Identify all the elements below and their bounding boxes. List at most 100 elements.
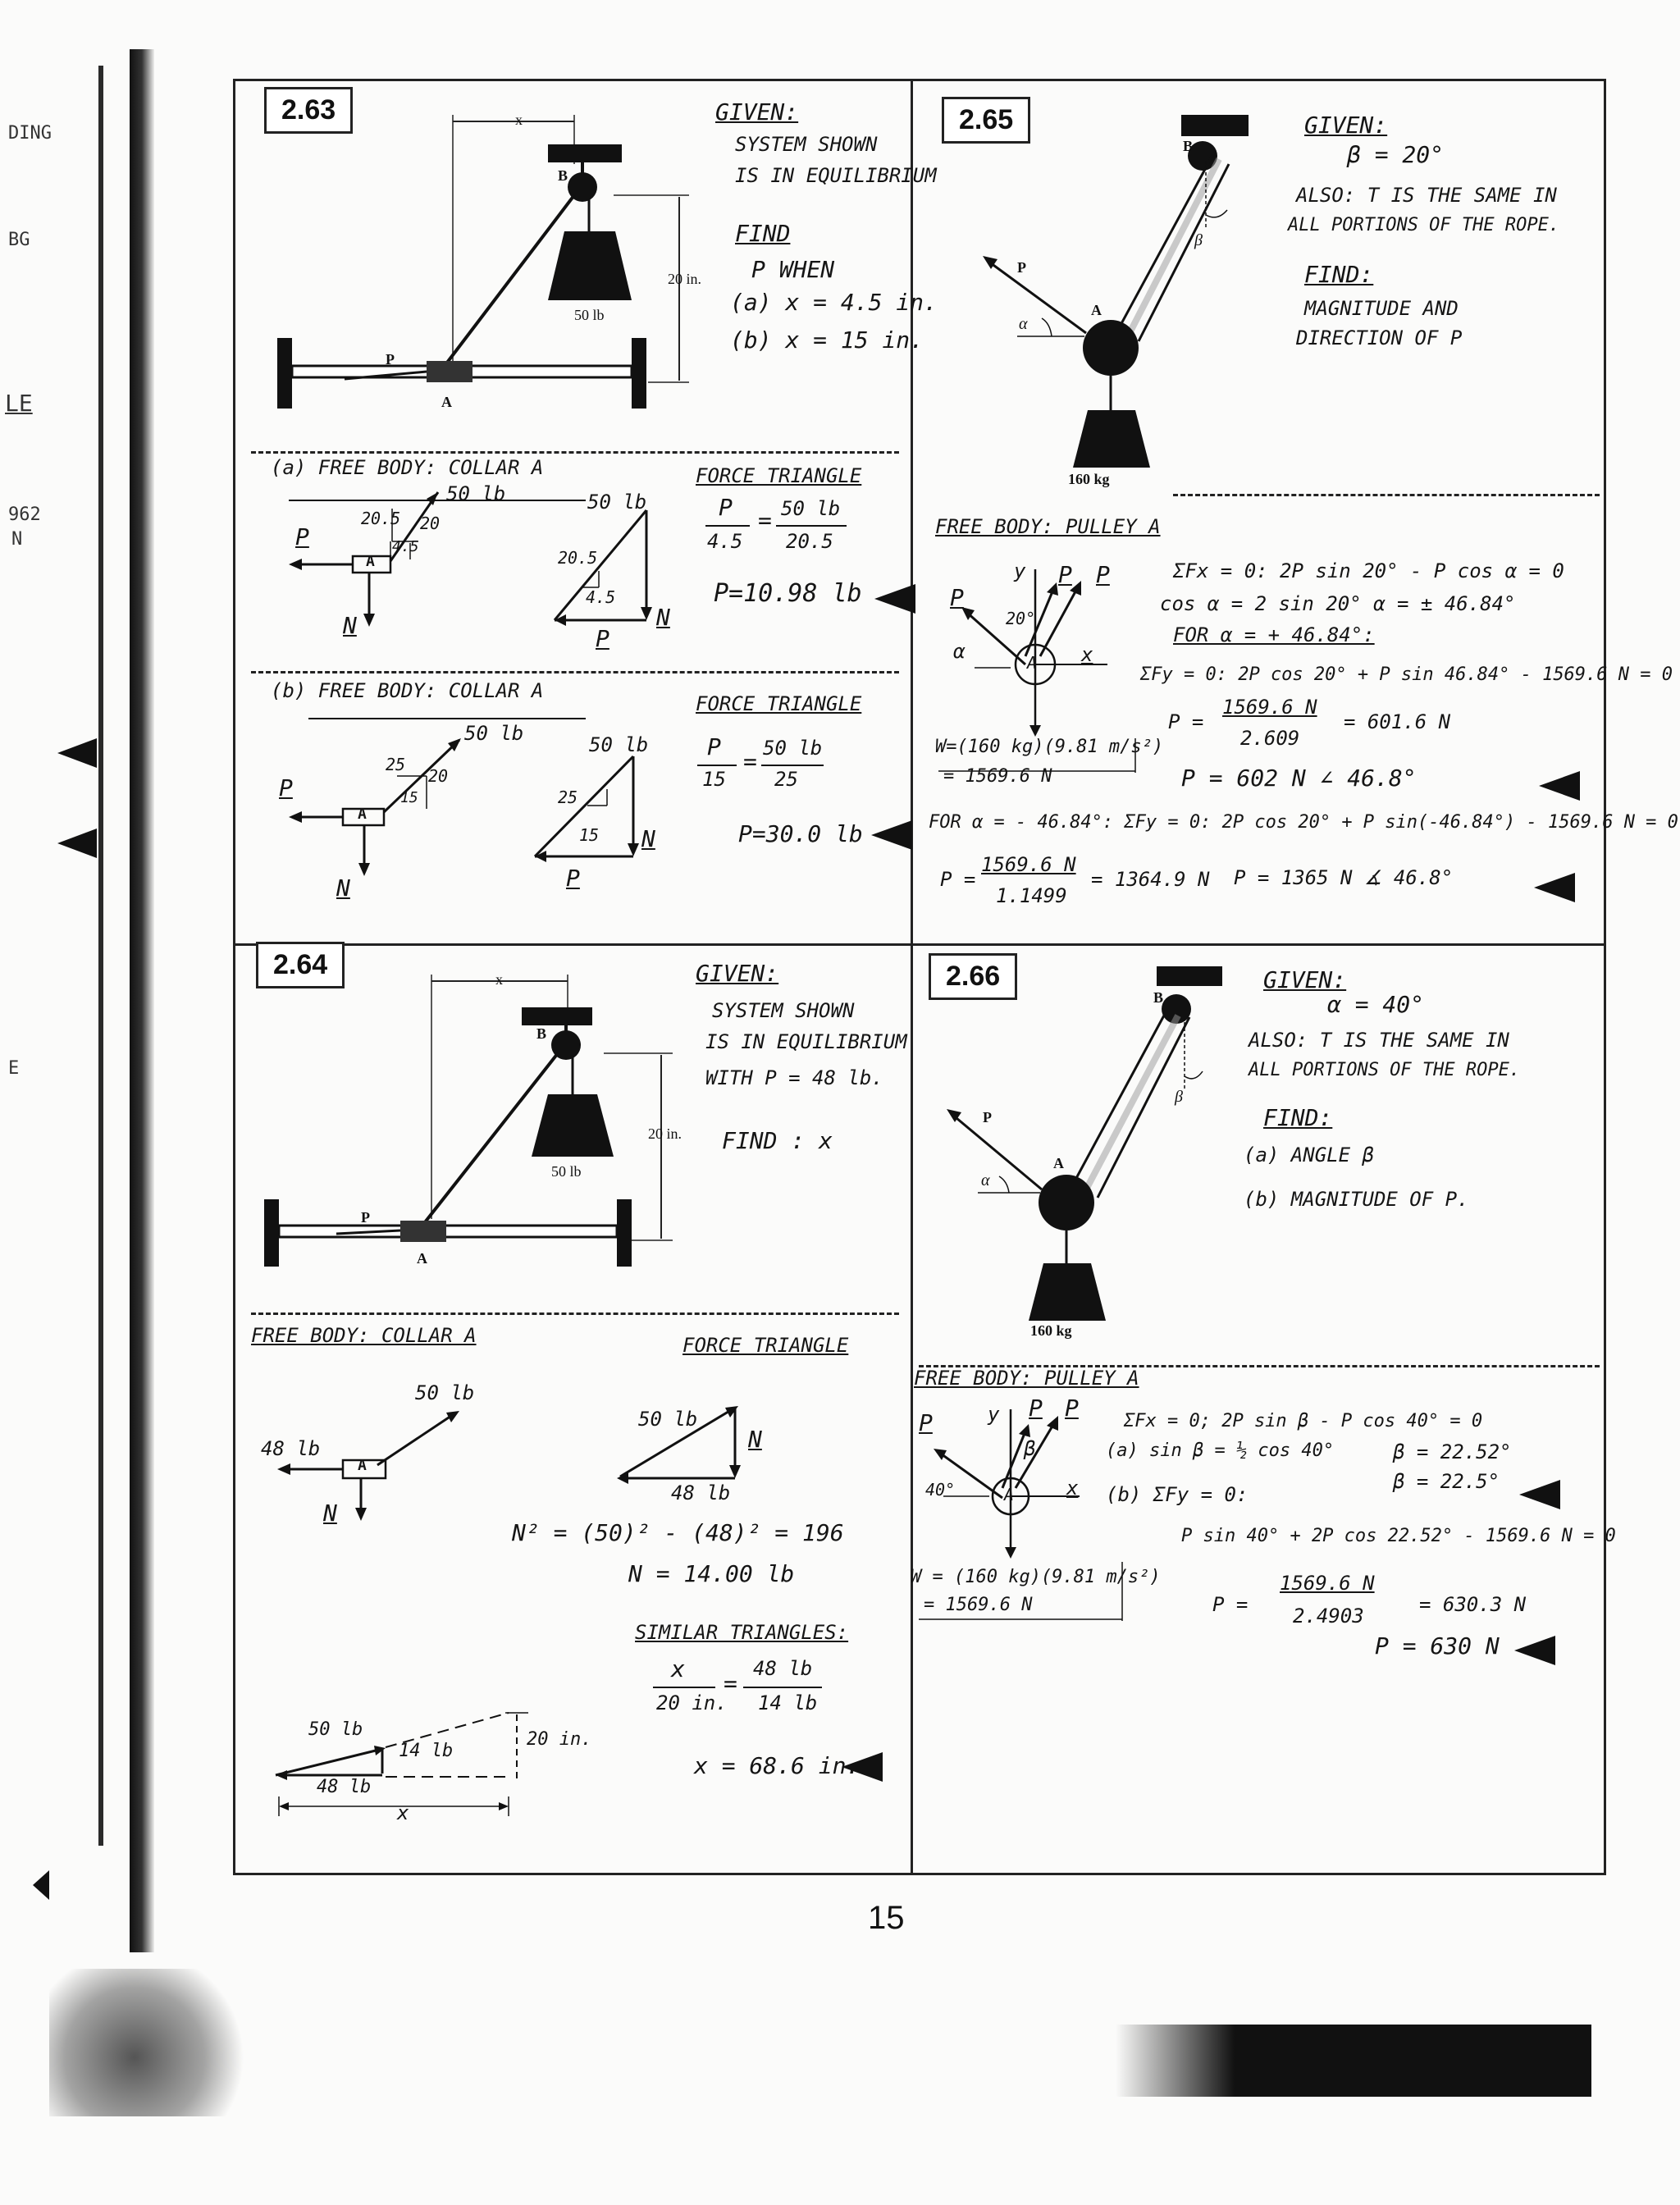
collar-a-label: A bbox=[358, 1457, 367, 1474]
given-heading: GIVEN: bbox=[1304, 112, 1388, 139]
sim-height-label: 20 in. bbox=[527, 1729, 592, 1750]
eq-lhs-den: 15 bbox=[702, 768, 726, 791]
beta-rounded: β = 22.5° bbox=[1393, 1470, 1500, 1493]
given-alpha: α = 40° bbox=[1327, 991, 1425, 1018]
find-heading: FIND bbox=[735, 220, 791, 247]
find-case-b: (b) x = 15 in. bbox=[730, 326, 924, 354]
equals-sign: = bbox=[758, 507, 772, 534]
collar-a-label: A bbox=[358, 806, 367, 823]
answer-negative: P = 1365 N ∡ 46.8° bbox=[1234, 866, 1454, 889]
p-value: = 601.6 N bbox=[1344, 710, 1451, 733]
sim-hyp-label: 50 lb bbox=[308, 1719, 363, 1740]
eq-lhs-num: P bbox=[707, 733, 721, 760]
tri-hyp-label: 50 lb bbox=[638, 1408, 698, 1431]
beta-label: β bbox=[1175, 1088, 1183, 1106]
free-body-title: FREE BODY: PULLEY A bbox=[914, 1367, 1139, 1390]
tri-n-label: N bbox=[641, 825, 655, 852]
point-b-label: B bbox=[536, 1025, 547, 1042]
point-b-label: B bbox=[1153, 989, 1164, 1006]
p-num: 1569.6 N bbox=[1280, 1572, 1375, 1595]
equation-n-value: N = 14.00 lb bbox=[628, 1560, 795, 1587]
sim-rhs-den: 14 lb bbox=[758, 1691, 818, 1714]
free-body-title: FREE BODY: COLLAR A bbox=[251, 1324, 477, 1347]
free-body-title: FREE BODY: PULLEY A bbox=[935, 515, 1161, 538]
given-text: ALL PORTIONS OF THE ROPE. bbox=[1249, 1060, 1521, 1080]
p-eq-lhs: P = bbox=[1168, 710, 1204, 733]
equation-sum-fx: ΣFx = 0; 2P sin β - P cos 40° = 0 bbox=[1124, 1411, 1483, 1431]
strip-fragment: LE bbox=[5, 390, 33, 417]
normal-n-label: N bbox=[336, 874, 350, 902]
arrowhead-marker-icon bbox=[33, 1870, 49, 1900]
given-text: WITH P = 48 lb. bbox=[705, 1066, 883, 1089]
given-text: ALSO: T IS THE SAME IN bbox=[1296, 184, 1557, 207]
find-text: FIND : x bbox=[722, 1127, 833, 1154]
eq-lhs-num: P bbox=[719, 494, 733, 521]
p-den: 2.609 bbox=[1240, 727, 1300, 750]
answer-marker-icon bbox=[1534, 873, 1575, 902]
weight-value: = 1569.6 N bbox=[924, 1595, 1033, 1615]
sim-lhs-num: x bbox=[671, 1655, 685, 1682]
weight-value: = 1569.6 N bbox=[943, 766, 1052, 787]
given-text: IS IN EQUILIBRIUM bbox=[705, 1030, 907, 1053]
point-a-label: A bbox=[1004, 1485, 1015, 1504]
axis-y-label: y bbox=[988, 1403, 1000, 1426]
beta-label: β bbox=[1024, 1437, 1036, 1460]
force-p-label: P bbox=[279, 774, 293, 801]
tri-force-label: 50 lb bbox=[589, 733, 649, 756]
equation-sum-fy: ΣFy = 0: 2P cos 20° + P sin 46.84° - 156… bbox=[1140, 664, 1673, 685]
angle-label: 40° bbox=[925, 1480, 956, 1500]
beta-value: β = 22.52° bbox=[1393, 1440, 1512, 1463]
given-text: ALSO: T IS THE SAME IN bbox=[1249, 1029, 1509, 1052]
section-separator bbox=[251, 1312, 899, 1315]
force-label: 50 lb bbox=[415, 1381, 475, 1404]
answer-marker-icon bbox=[1514, 1636, 1555, 1665]
section-separator bbox=[1173, 494, 1600, 496]
given-text: ALL PORTIONS OF THE ROPE. bbox=[1288, 215, 1560, 235]
arrowhead-marker-icon bbox=[57, 738, 97, 768]
mass-label: 160 kg bbox=[1030, 1322, 1072, 1339]
eq-rhs-den: 25 bbox=[774, 768, 798, 791]
section-separator bbox=[919, 1365, 1600, 1367]
p2-value: = 1364.9 N bbox=[1091, 868, 1210, 891]
sim-rhs-num: 48 lb bbox=[753, 1657, 813, 1680]
problem-number: 2.64 bbox=[256, 942, 345, 988]
equation-case-pos: FOR α = + 46.84°: bbox=[1173, 623, 1375, 646]
point-a-label: A bbox=[417, 1250, 427, 1267]
fraction-bar bbox=[705, 525, 750, 527]
find-heading: FIND: bbox=[1263, 1104, 1333, 1131]
normal-n-label: N bbox=[323, 1500, 337, 1527]
problem-number: 2.66 bbox=[929, 953, 1018, 1000]
p-eq-lhs: P = bbox=[1212, 1593, 1249, 1616]
point-a-label: A bbox=[441, 394, 452, 410]
dim-height-label: 20 in. bbox=[648, 1125, 682, 1142]
force-p-label: P bbox=[1058, 561, 1072, 588]
row-divider bbox=[233, 943, 1606, 946]
eq-rhs-den: 20.5 bbox=[786, 530, 833, 553]
mass-label: 160 kg bbox=[1068, 471, 1110, 487]
answer-positive: P = 602 N ∠ 46.8° bbox=[1181, 765, 1417, 792]
fraction-bar bbox=[697, 765, 737, 766]
equation-fy-expanded: P sin 40° + 2P cos 22.52° - 1569.6 N = 0 bbox=[1181, 1526, 1616, 1546]
tri-n-label: N bbox=[656, 604, 670, 631]
problem-number: 2.65 bbox=[942, 97, 1031, 144]
section-separator bbox=[251, 671, 899, 673]
dim-x-label: x bbox=[515, 112, 523, 128]
force-p-label: P bbox=[1096, 561, 1110, 588]
strip-fragment: DING bbox=[8, 123, 52, 144]
tri-base-label: 15 bbox=[579, 825, 600, 845]
given-text: SYSTEM SHOWN bbox=[735, 133, 878, 156]
equation-cos-alpha: cos α = 2 sin 20° α = ± 46.84° bbox=[1160, 592, 1516, 615]
weight-label: 50 lb bbox=[551, 1163, 582, 1180]
eq-rhs-num: 50 lb bbox=[781, 497, 841, 520]
adjacent-page-strip: DING BG LE 962 N E bbox=[0, 66, 123, 1903]
p-value: = 630.3 N bbox=[1419, 1593, 1527, 1616]
given-beta: β = 20° bbox=[1347, 141, 1445, 168]
sim-base-label: 48 lb bbox=[317, 1777, 372, 1797]
